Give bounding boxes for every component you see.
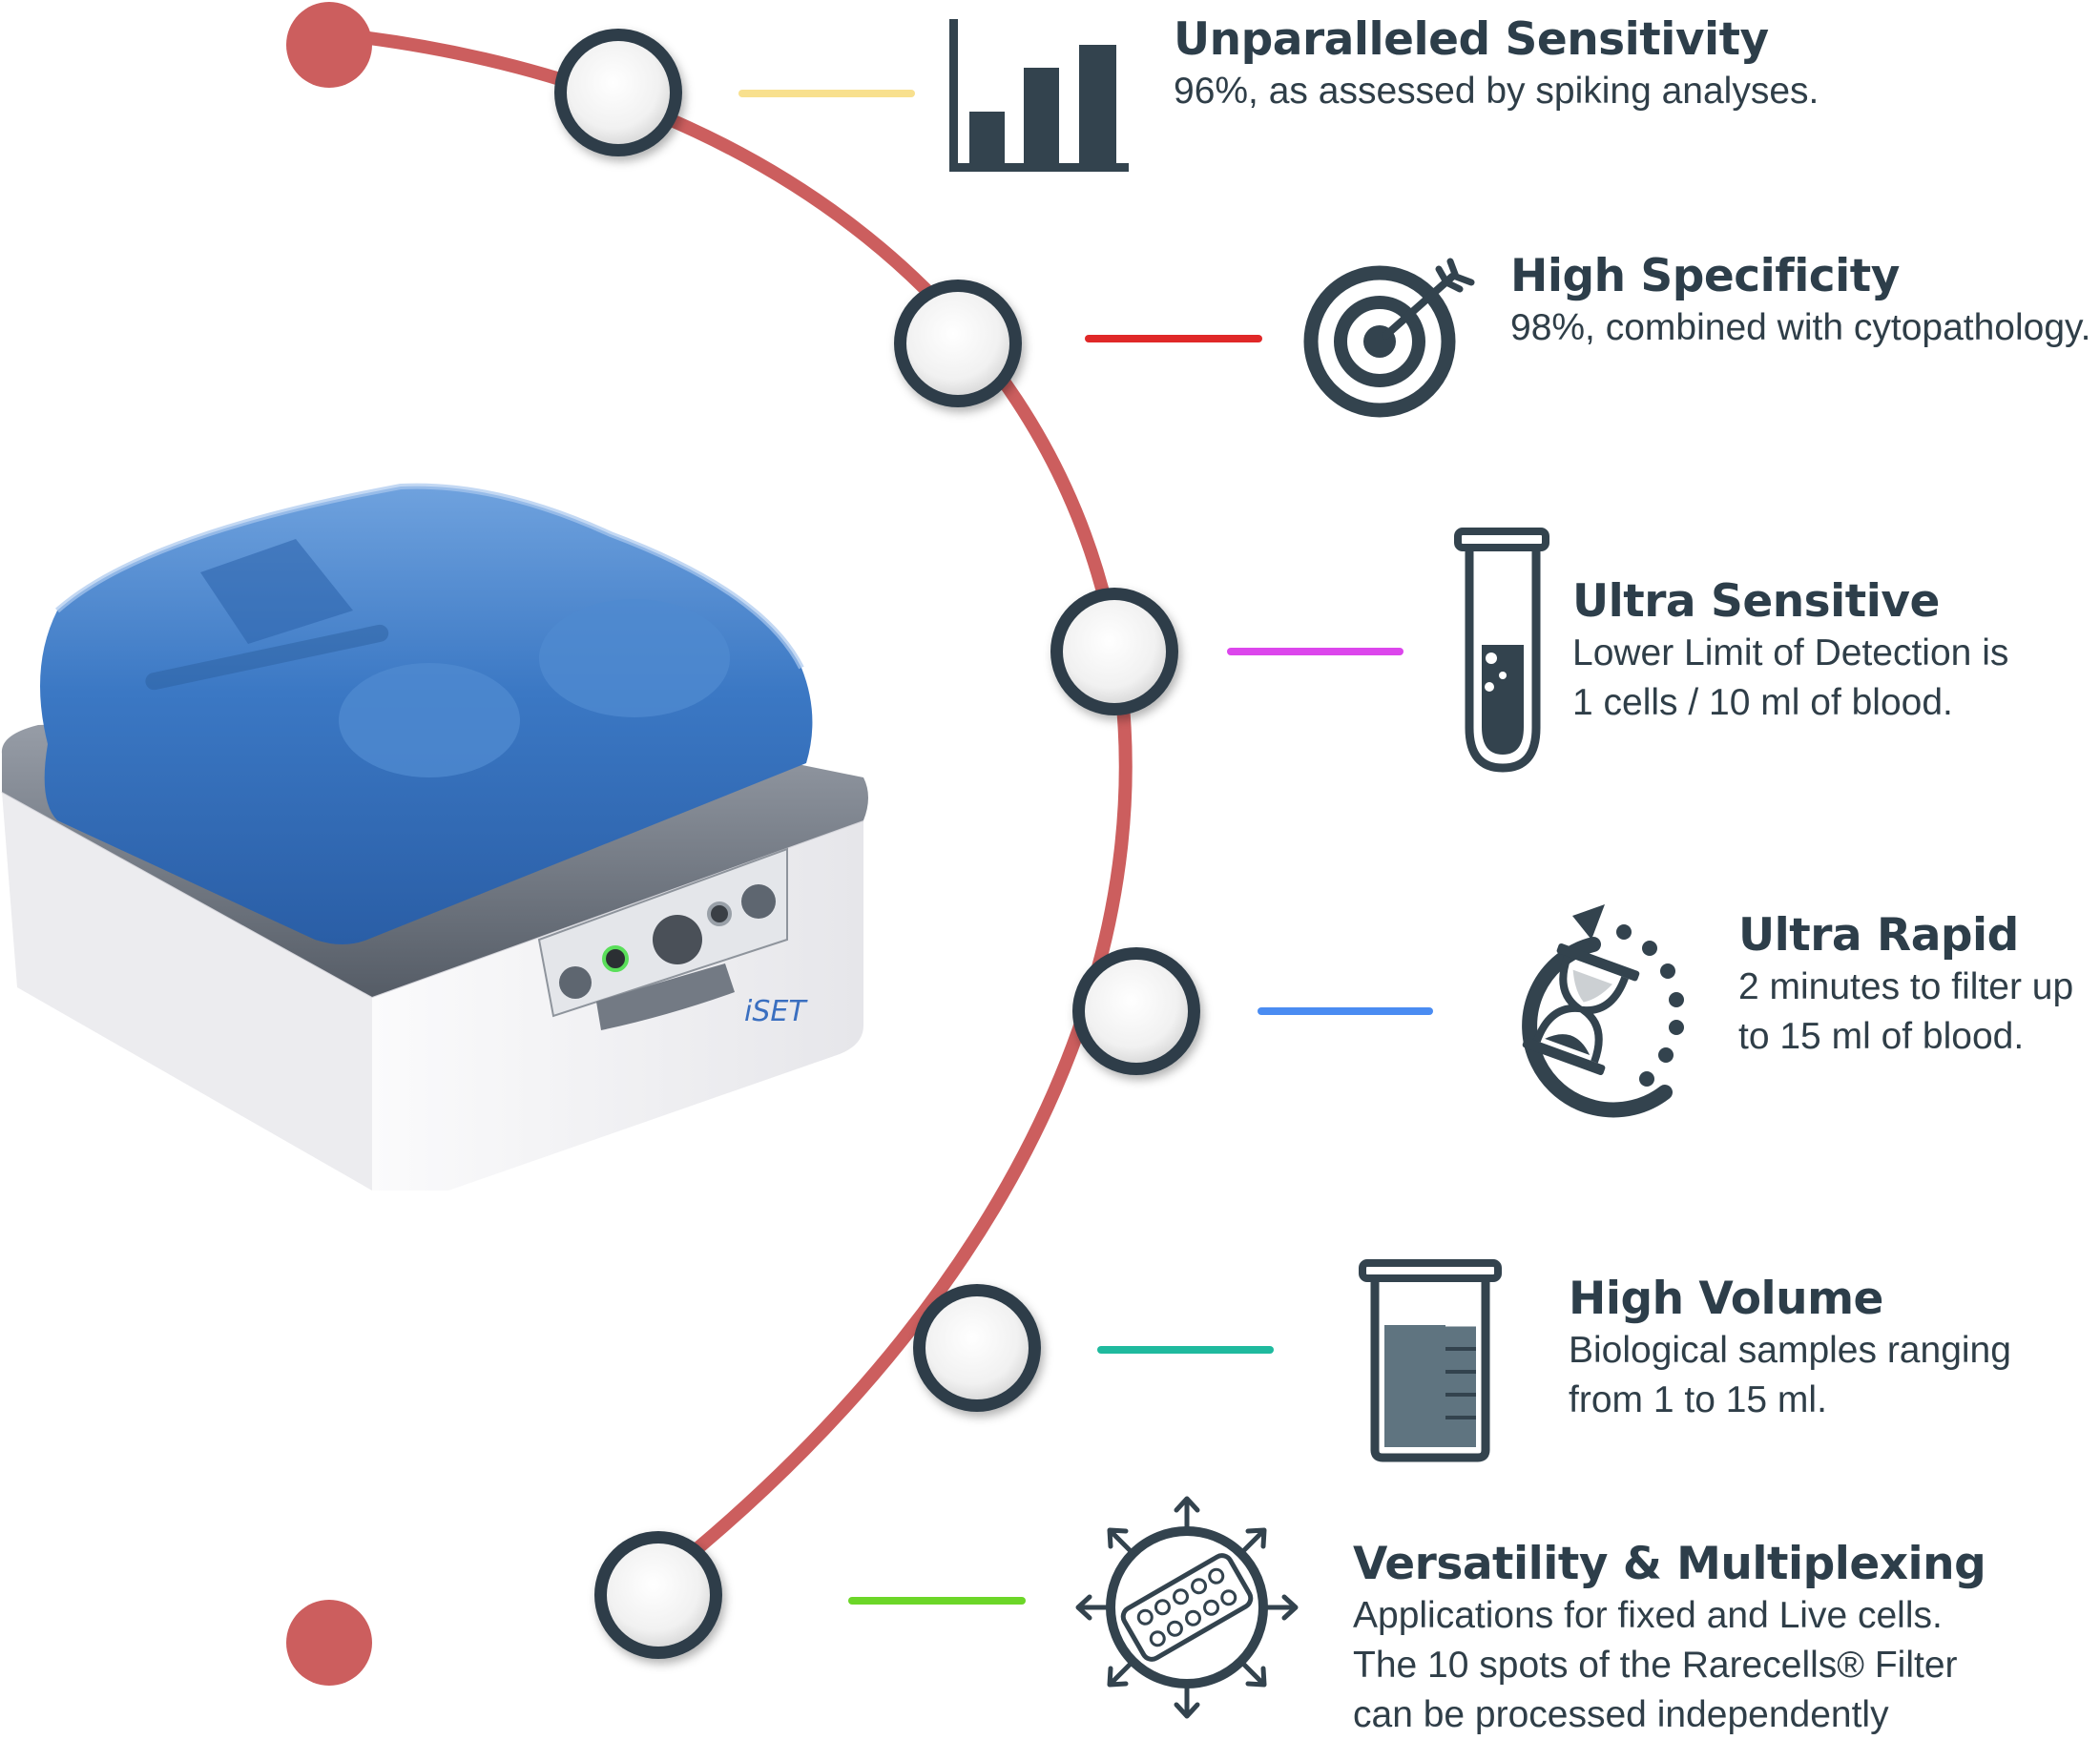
- multiplex-filter-icon: [1075, 1496, 1299, 1719]
- device-brand-label: iSET: [744, 995, 808, 1028]
- feature-high-volume: High Volume Biological samples ranging f…: [1569, 1273, 2011, 1425]
- feature-description-line: to 15 ml of blood.: [1738, 1016, 2025, 1057]
- bar-chart-icon: [949, 19, 1129, 172]
- feature-description-line: 98%, combined with cytopathology.: [1510, 307, 2091, 348]
- feature-title: Unparalleled Sensitivity: [1174, 13, 1769, 66]
- feature-description-line: 96%, as assessed by spiking analyses.: [1174, 71, 1819, 112]
- feature-description-line: can be processed independently: [1353, 1694, 1889, 1735]
- feature-ultra-sensitive: Ultra Sensitive Lower Limit of Detection…: [1572, 575, 2008, 728]
- timeline-nodes: [554, 29, 1200, 1659]
- feature-title: High Volume: [1569, 1273, 1883, 1325]
- target-icon: [1303, 258, 1475, 418]
- arc-start-endpoint: [286, 2, 372, 88]
- feature-title: High Specificity: [1510, 250, 1900, 302]
- connector-lines: [738, 90, 1433, 1605]
- timeline-node-6: [594, 1531, 722, 1659]
- feature-description-line: The 10 spots of the Rarecells® Filter: [1353, 1645, 1958, 1686]
- feature-description-line: Applications for fixed and Live cells.: [1353, 1595, 1943, 1636]
- beaker-icon: [1359, 1259, 1502, 1462]
- timeline-node-2: [894, 280, 1022, 407]
- arc-end-endpoint: [286, 1600, 372, 1686]
- timeline-node-4: [1072, 947, 1200, 1075]
- test-tube-icon: [1454, 528, 1549, 773]
- feature-description-line: from 1 to 15 ml.: [1569, 1379, 1827, 1420]
- timeline-node-5: [913, 1284, 1041, 1412]
- feature-title: Versatility & Multiplexing: [1353, 1538, 1986, 1590]
- feature-description-line: 1 cells / 10 ml of blood.: [1572, 682, 1953, 723]
- feature-description-line: Lower Limit of Detection is: [1572, 632, 2009, 673]
- timeline-node-3: [1050, 588, 1178, 715]
- feature-high-specificity: High Specificity 98%, combined with cyto…: [1510, 250, 2090, 353]
- feature-unparalleled-sensitivity: Unparalleled Sensitivity 96%, as assesse…: [1174, 13, 1819, 116]
- feature-title: Ultra Sensitive: [1572, 575, 1940, 628]
- feature-versatility-multiplexing: Versatility & Multiplexing Applications …: [1353, 1538, 1986, 1740]
- feature-description-line: Biological samples ranging: [1569, 1330, 2011, 1371]
- feature-title: Ultra Rapid: [1738, 909, 2019, 962]
- timeline-node-1: [554, 29, 682, 156]
- feature-ultra-rapid: Ultra Rapid 2 minutes to filter up to 15…: [1738, 909, 2073, 1062]
- iset-device-illustration: iSET: [1, 483, 868, 1191]
- feature-description-line: 2 minutes to filter up: [1738, 966, 2074, 1007]
- hourglass-timer-icon: [1522, 904, 1684, 1118]
